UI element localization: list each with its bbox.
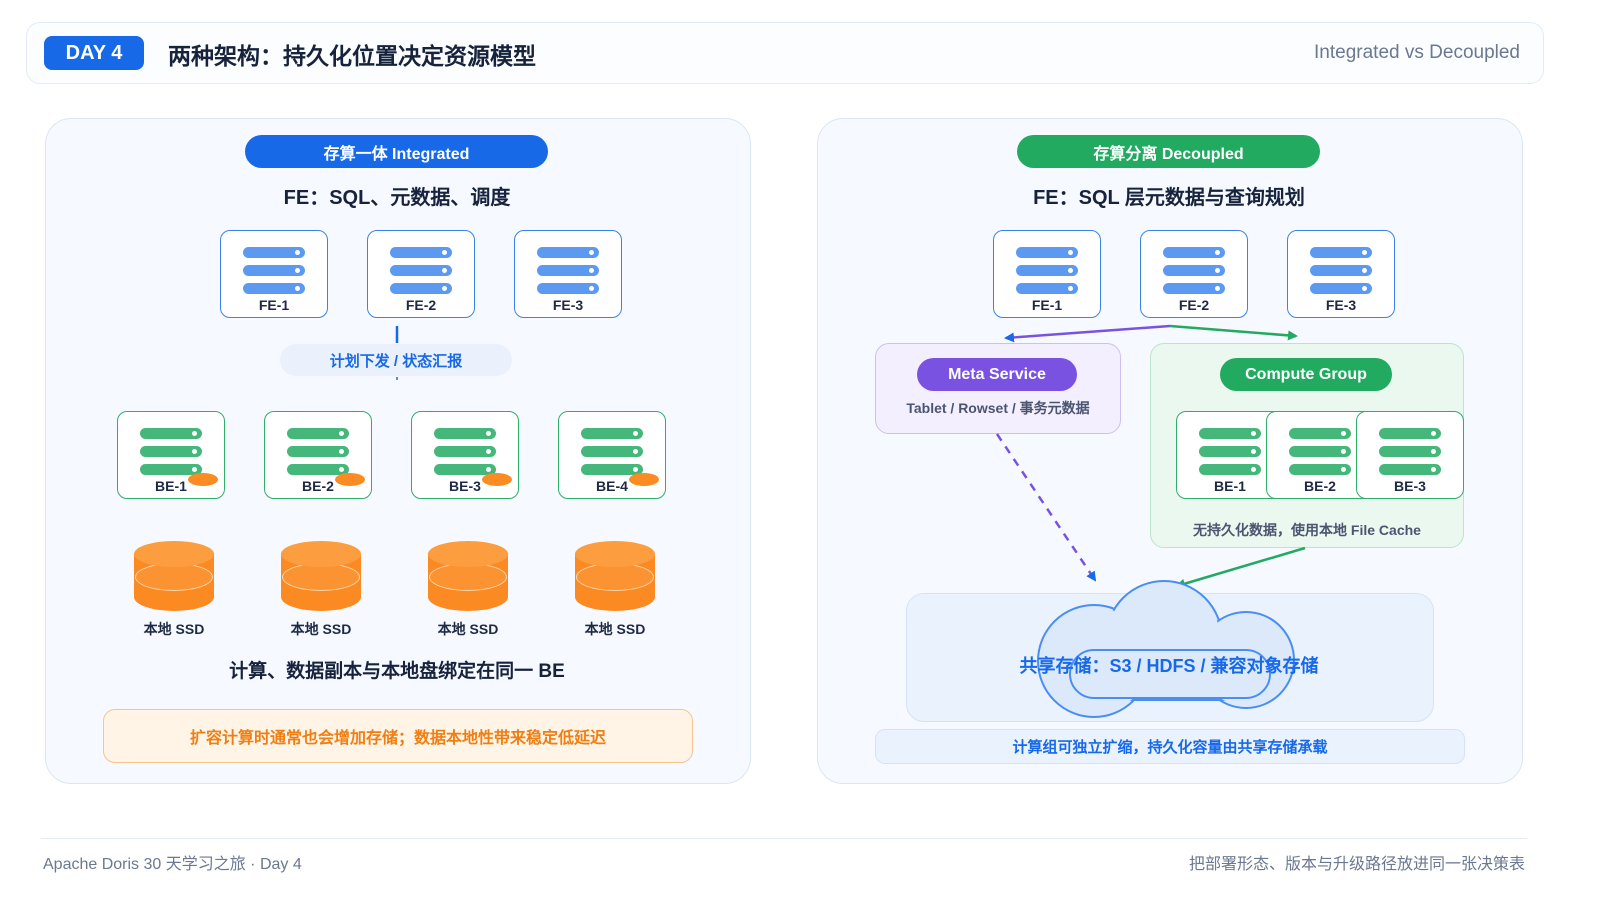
integrated-pill: 存算一体 Integrated <box>245 135 548 168</box>
fe-to-compute-arrow <box>1169 324 1298 341</box>
decoupled-pill: 存算分离 Decoupled <box>1017 135 1320 168</box>
ssd-label: 本地 SSD <box>143 621 205 637</box>
integrated-be-node: BE-1 <box>117 411 225 499</box>
page-subtitle: Integrated vs Decoupled <box>1314 42 1520 63</box>
node-label: BE-1 <box>155 478 187 494</box>
node-label: BE-2 <box>1304 478 1336 494</box>
shared-storage-label: 共享存储：S3 / HDFS / 兼容对象存储 <box>1019 656 1319 676</box>
compute-group-pill: Compute Group <box>1220 358 1392 391</box>
ssd-label: 本地 SSD <box>290 621 352 637</box>
local-ssd-icon: 本地 SSD <box>281 541 361 637</box>
binding-text: 计算、数据副本与本地盘绑定在同一 BE <box>229 661 565 682</box>
integrated-be-node: BE-4 <box>558 411 666 499</box>
decoupled-fe-node: FE-3 <box>1287 230 1395 318</box>
page-title: 两种架构：持久化位置决定资源模型 <box>168 43 536 69</box>
compute-to-storage-arrow <box>1175 546 1306 589</box>
local-disk-dot <box>629 473 659 486</box>
node-label: BE-3 <box>449 478 481 494</box>
decoupled-fe-node: FE-2 <box>1140 230 1248 318</box>
integrated-fe-title: FE：SQL、元数据、调度 <box>283 187 511 209</box>
local-disk-dot <box>335 473 365 486</box>
ssd-label: 本地 SSD <box>437 621 499 637</box>
node-label: BE-3 <box>1394 478 1426 494</box>
fe-to-meta-arrow <box>1004 324 1171 343</box>
integrated-fe-node: FE-2 <box>367 230 475 318</box>
node-label: BE-1 <box>1214 478 1246 494</box>
integrated-fe-node: FE-3 <box>514 230 622 318</box>
header-bar <box>26 22 1544 84</box>
footer-divider <box>41 838 1527 839</box>
footer-course-title: Apache Doris 30 天学习之旅 · Day 4 <box>43 856 302 873</box>
meta-service-pill: Meta Service <box>917 358 1077 391</box>
integrated-be-node: BE-2 <box>264 411 372 499</box>
local-ssd-icon: 本地 SSD <box>575 541 655 637</box>
day-badge: DAY 4 <box>44 36 144 70</box>
node-label: FE-1 <box>1031 297 1063 313</box>
node-label: FE-3 <box>552 297 584 313</box>
node-label: FE-3 <box>1325 297 1357 313</box>
meta-to-storage-arrow <box>995 433 1097 582</box>
local-disk-dot <box>188 473 218 486</box>
decoupled-be-node: BE-3 <box>1356 411 1464 499</box>
node-label: FE-2 <box>1178 297 1210 313</box>
meta-service-desc: Tablet / Rowset / 事务元数据 <box>906 400 1090 416</box>
decoupled-fe-title: FE：SQL 层元数据与查询规划 <box>1033 187 1305 209</box>
local-ssd-icon: 本地 SSD <box>428 541 508 637</box>
node-label: FE-1 <box>258 297 290 313</box>
integrated-fe-node: FE-1 <box>220 230 328 318</box>
local-disk-dot <box>482 473 512 486</box>
node-label: BE-4 <box>596 478 628 494</box>
node-label: FE-2 <box>405 297 437 313</box>
footer-tagline: 把部署形态、版本与升级路径放进同一张决策表 <box>1188 856 1525 873</box>
compute-group-desc: 无持久化数据，使用本地 File Cache <box>1193 522 1421 538</box>
integrated-be-node: BE-3 <box>411 411 519 499</box>
decoupled-fe-node: FE-1 <box>993 230 1101 318</box>
scaling-warning: 扩容计算时通常也会增加存储；数据本地性带来稳定低延迟 <box>103 709 693 763</box>
local-ssd-icon: 本地 SSD <box>134 541 214 637</box>
plan-dispatch-note: 计划下发 / 状态汇报 <box>280 344 512 376</box>
decoupled-info: 计算组可独立扩缩，持久化容量由共享存储承载 <box>875 729 1465 764</box>
node-label: BE-2 <box>302 478 334 494</box>
ssd-label: 本地 SSD <box>584 621 646 637</box>
